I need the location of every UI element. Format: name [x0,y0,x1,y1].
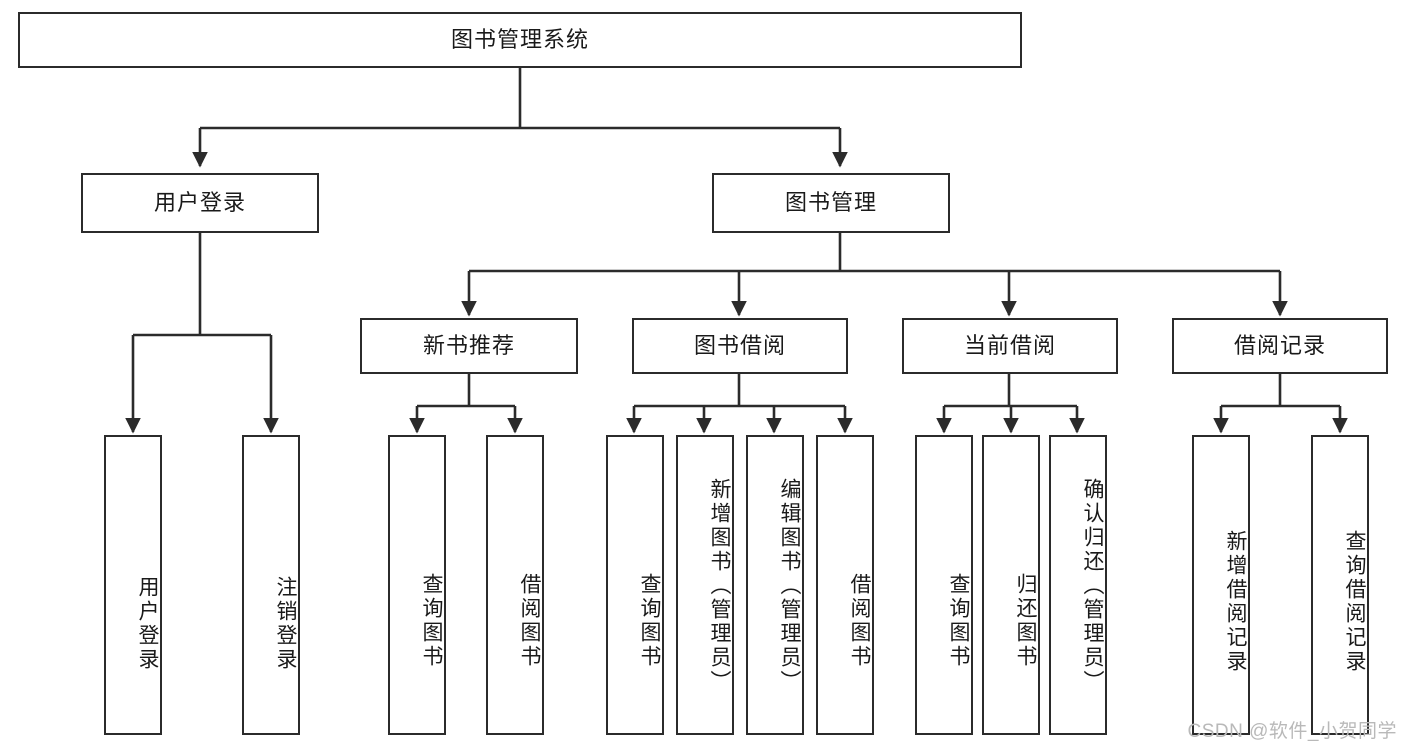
node-root[interactable]: 图书管理系统 [18,12,1022,68]
node-leaf-borrow-book-2[interactable]: 借阅图书 [816,435,874,735]
node-leaf-edit-book[interactable]: 编辑图书（管理员） [746,435,804,735]
node-leaf-add-book[interactable]: 新增图书（管理员） [676,435,734,735]
node-leaf-add-record-label: 新增借阅记录 [1224,530,1247,674]
node-new-book-recommend[interactable]: 新书推荐 [360,318,578,374]
node-leaf-edit-book-label: 编辑图书（管理员） [778,478,801,694]
node-leaf-query-record[interactable]: 查询借阅记录 [1311,435,1369,735]
node-leaf-query-book-2-label: 查询图书 [638,573,661,669]
node-book-borrow-label: 图书借阅 [693,332,786,358]
node-leaf-borrow-book-1[interactable]: 借阅图书 [486,435,544,735]
node-book-manage-label: 图书管理 [784,189,877,215]
node-borrow-record-label: 借阅记录 [1233,332,1326,358]
node-root-label: 图书管理系统 [450,26,589,52]
node-leaf-query-book-2[interactable]: 查询图书 [606,435,664,735]
node-leaf-borrow-book-2-label: 借阅图书 [848,573,871,669]
node-leaf-user-login[interactable]: 用户登录 [104,435,162,735]
node-leaf-add-book-label: 新增图书（管理员） [708,478,731,694]
node-leaf-return-book[interactable]: 归还图书 [982,435,1040,735]
node-book-borrow[interactable]: 图书借阅 [632,318,848,374]
node-user-login[interactable]: 用户登录 [81,173,319,233]
node-leaf-add-record[interactable]: 新增借阅记录 [1192,435,1250,735]
node-leaf-confirm-return[interactable]: 确认归还（管理员） [1049,435,1107,735]
node-book-manage[interactable]: 图书管理 [712,173,950,233]
node-leaf-query-book-1-label: 查询图书 [420,573,443,669]
node-leaf-query-book-1[interactable]: 查询图书 [388,435,446,735]
node-current-borrow-label: 当前借阅 [963,332,1056,358]
node-new-book-recommend-label: 新书推荐 [422,332,515,358]
node-leaf-logout[interactable]: 注销登录 [242,435,300,735]
node-leaf-confirm-return-label: 确认归还（管理员） [1081,478,1104,694]
node-leaf-borrow-book-1-label: 借阅图书 [518,573,541,669]
node-leaf-logout-label: 注销登录 [274,576,297,672]
node-leaf-query-book-3[interactable]: 查询图书 [915,435,973,735]
node-leaf-query-book-3-label: 查询图书 [947,573,970,669]
csdn-watermark: CSDN @软件_小贺同学 [1187,721,1397,742]
node-leaf-user-login-label: 用户登录 [136,576,159,672]
node-leaf-return-book-label: 归还图书 [1014,573,1037,669]
node-user-login-label: 用户登录 [153,189,246,215]
node-current-borrow[interactable]: 当前借阅 [902,318,1118,374]
node-borrow-record[interactable]: 借阅记录 [1172,318,1388,374]
node-leaf-query-record-label: 查询借阅记录 [1343,530,1366,674]
